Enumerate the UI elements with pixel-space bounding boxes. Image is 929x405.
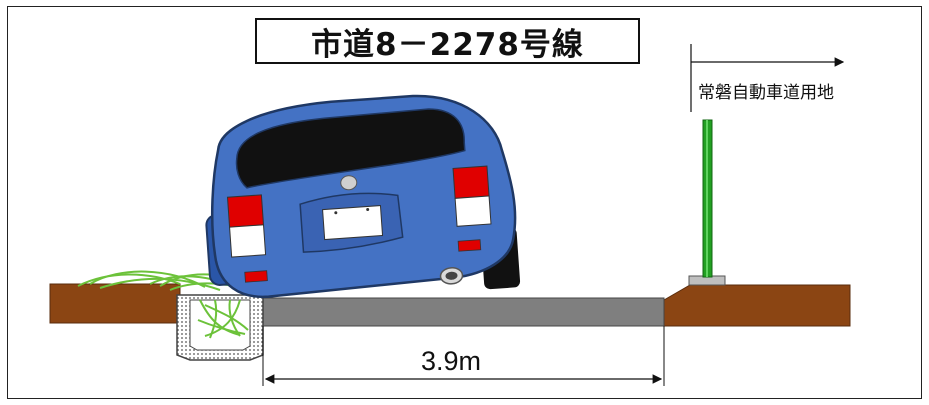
road-surface (262, 297, 665, 327)
road-title: 市道8－2278号線 (255, 18, 640, 64)
car-icon (205, 94, 521, 298)
fence-post-icon (688, 119, 726, 286)
right-soil (663, 284, 851, 327)
road-width-label: 3.9m (421, 346, 482, 376)
arrow-right-icon (690, 44, 845, 112)
expressway-land-label: 常磐自動車道用地 (698, 83, 834, 103)
road-width-dimension (262, 326, 665, 386)
left-soil (49, 283, 181, 324)
